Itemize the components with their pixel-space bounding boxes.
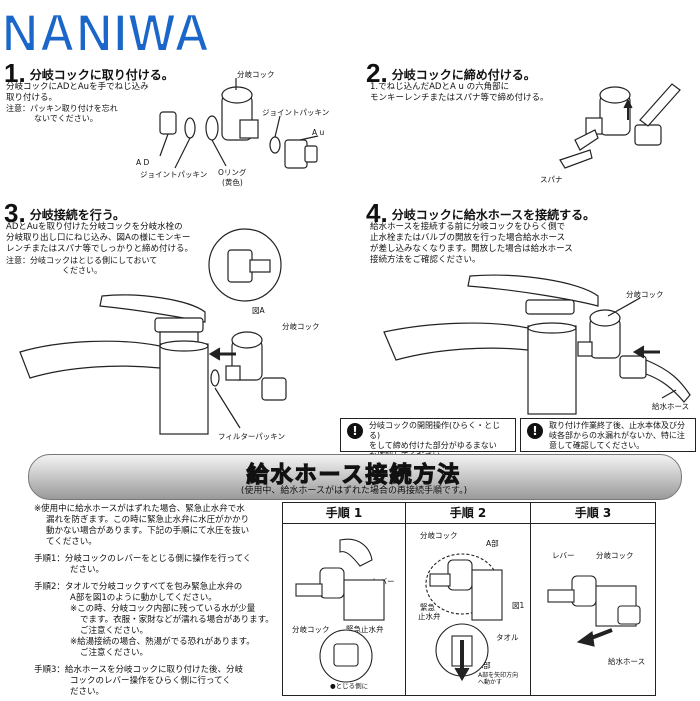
step4-number: 4. (366, 198, 388, 228)
procedure-title: 手順 3 (531, 503, 655, 524)
step4-text: 給水ホースを接続する前に分岐コックをひらく側で 止水栓またはバルブの開放を行った… (370, 222, 573, 266)
proc1-label-valve: 緊急止水弁 (346, 625, 384, 634)
step3-note-line: 注意：分岐コックはとじる側にしておいて (6, 256, 158, 265)
instruction-line: てください。 (46, 537, 97, 547)
instruction-line: でます。衣服・家財などが濡れる場合があります。 (80, 615, 274, 625)
step1-note: 注意：パッキン取り付けを忘れ ないでください。 (6, 104, 118, 124)
step3-text: ADとAuを取り付けた分岐コックを分岐水栓の 分岐取り出し口にねじ込み、図Aの様… (6, 222, 193, 255)
step1-number: 1. (4, 58, 26, 88)
step1-text-line: 取り付ける。 (6, 93, 58, 103)
instruction-line: ご注意ください。 (80, 648, 149, 658)
warning-line: 分岐コックの開閉操作(ひらく・とじる) (369, 421, 501, 440)
step4-title: 4.分岐コックに給水ホースを接続する。 (366, 198, 595, 229)
step1-note-line: 注意：パッキン取り付けを忘れ (6, 104, 118, 113)
step1-label-ad: A D (136, 158, 150, 167)
step3-illustration (19, 228, 287, 435)
step1-text-line: 分岐コックにADとAuを手でねじ込み (6, 82, 149, 92)
step1-text: 分岐コックにADとAuを手でねじ込み 取り付ける。 (6, 82, 149, 104)
proc2-label-move: A部を矢印方向へ動かす (478, 672, 519, 686)
step4-text-line: が差し込みなくなります。開放した場合は給水ホース (370, 244, 573, 254)
step2-illustration (559, 83, 681, 169)
step3-title-text: 分岐接続を行う。 (29, 208, 125, 222)
step3-label-fig: 図A (252, 306, 265, 315)
step1-title-text: 分岐コックに取り付ける。 (29, 68, 174, 82)
instruction-line: 手順2：タオルで分岐コックすべてを包み緊急止水弁の (34, 582, 243, 592)
proc3-label-cock: 分岐コック (596, 551, 634, 560)
proc3-label-hose: 給水ホース (608, 657, 646, 666)
step3-title: 3.分岐接続を行う。 (4, 198, 125, 229)
step3-number: 3. (4, 198, 26, 228)
exclamation-icon: ! (347, 423, 363, 439)
proc1-label-close: ●とじる側に (330, 682, 369, 690)
step2-title: 2.分岐コックに締め付ける。 (366, 58, 536, 89)
step3-label-filter: フィルターパッキン (218, 432, 286, 441)
instruction-line: コックのレバー操作をひらく側に行ってく (70, 676, 231, 686)
section-subtitle: (使用中、給水ホースがはずれた場合の再接続手順です。) (240, 486, 468, 496)
step1-note-line: ないでください。 (34, 114, 98, 123)
step4-label-cock: 分岐コック (626, 290, 664, 299)
step1-label-oring: Oリング (218, 168, 247, 177)
step1-label-packing-top: ジョイントパッキン (262, 108, 330, 117)
instruction-line: ※この時、分岐コック内部に残っている水が少量 (70, 604, 256, 614)
hose-instructions: ※使用中に給水ホースがはずれた場合、緊急止水弁で水 漏れを防ぎます。この時に緊急… (34, 504, 274, 698)
step4-text-line: 止水栓またはバルブの開放を行った場合給水ホース (370, 233, 566, 243)
step4-text-line: 給水ホースを接続する前に分岐コックをひらく側で (370, 222, 566, 232)
warning-line: 岐各部からの水漏れがないか、特に注 (549, 431, 685, 440)
step1-label-oring-color: (黄色) (222, 178, 243, 187)
step2-text: 1.でねじ込んだADとA u の六角部に モンキーレンチまたはスパナ等で締め付け… (370, 82, 549, 104)
proc1-label-cock: 分岐コック (292, 625, 330, 634)
step1-label-cock: 分岐コック (237, 70, 275, 79)
proc3-label-lever: レバー (552, 551, 575, 560)
instruction-line: 手順3：給水ホースを分岐コックに取り付けた後、分岐 (34, 665, 243, 675)
step2-label-spanner: スパナ (540, 175, 563, 184)
section-title: 給水ホース接続方法 (246, 462, 462, 488)
proc2-label-a: A部 (486, 539, 499, 548)
step4-label-hose: 給水ホース (652, 402, 690, 411)
exclamation-icon: ! (527, 423, 543, 439)
step4-text-line: 接続方法をご確認ください。 (370, 255, 481, 265)
step3-note: 注意：分岐コックはとじる側にしておいて ください。 (6, 256, 157, 276)
proc2-label-a2: A部 (478, 661, 491, 670)
warning-box-2: ! 取り付け作業終了後、止水本体及び分 岐各部からの水漏れがないか、特に注 意し… (520, 418, 696, 452)
step1-title: 1.分岐コックに取り付ける。 (4, 58, 174, 89)
warning-line: をして締め付けた部分がゆるまない (369, 441, 497, 450)
instruction-line: ださい。 (70, 565, 105, 575)
step3-note-line: ください。 (62, 266, 102, 275)
step2-number: 2. (366, 58, 388, 88)
step4-title-text: 分岐コックに給水ホースを接続する。 (391, 208, 596, 222)
step2-title-text: 分岐コックに締め付ける。 (391, 68, 536, 82)
instruction-line: ご注意ください。 (80, 626, 149, 636)
instruction-line: ※使用中に給水ホースがはずれた場合、緊急止水弁で水 (34, 504, 245, 514)
warning-line: 意して確認してください。 (549, 441, 645, 450)
step4-illustration (383, 274, 691, 415)
procedure-panel-3: 手順 3 (530, 502, 656, 696)
instruction-line: A部を図1のように動かしてください。 (70, 593, 217, 603)
instruction-line: 手順1：分岐コックのレバーをとじる側に操作を行ってく (34, 554, 252, 564)
section-banner (28, 454, 682, 500)
procedure-title: 手順 1 (283, 503, 405, 524)
proc2-label-valve2: 止水弁 (418, 612, 441, 621)
brand-logo: NANIWA (1, 3, 211, 64)
step3-text-line: 分岐取り出し口にねじ込み、図Aの様にモンキー (6, 233, 191, 243)
instruction-line: ※給湯接続の場合、熱湯がでる恐れがあります。 (70, 637, 255, 647)
step3-text-line: レンチまたはスパナ等でしっかりと締め付ける。 (6, 244, 194, 254)
step2-text-line: モンキーレンチまたはスパナ等で締め付ける。 (370, 93, 549, 103)
proc2-label-fig: 図1 (512, 601, 525, 610)
step1-illustration (159, 78, 319, 169)
step3-text-line: ADとAuを取り付けた分岐コックを分岐水栓の (6, 222, 183, 232)
step3-label-cock: 分岐コック (282, 322, 320, 331)
instruction-line: 漏れを防ぎます。この時に緊急止水弁に水圧がかかり (46, 515, 250, 525)
step1-label-au: A u (312, 128, 325, 137)
step2-text-line: 1.でねじ込んだADとA u の六角部に (370, 82, 510, 92)
step1-label-packing-bottom: ジョイントパッキン (140, 170, 208, 179)
proc2-label-valve1: 緊急 (420, 603, 435, 612)
instruction-line: 動かない場合があります。下記の手順にて水圧を抜い (46, 526, 250, 536)
instruction-line: ださい。 (70, 687, 105, 697)
proc2-label-cock: 分岐コック (420, 531, 458, 540)
procedure-title: 手順 2 (406, 503, 530, 524)
proc2-label-towel: タオル (496, 633, 519, 642)
warning-line: 取り付け作業終了後、止水本体及び分 (549, 421, 685, 430)
